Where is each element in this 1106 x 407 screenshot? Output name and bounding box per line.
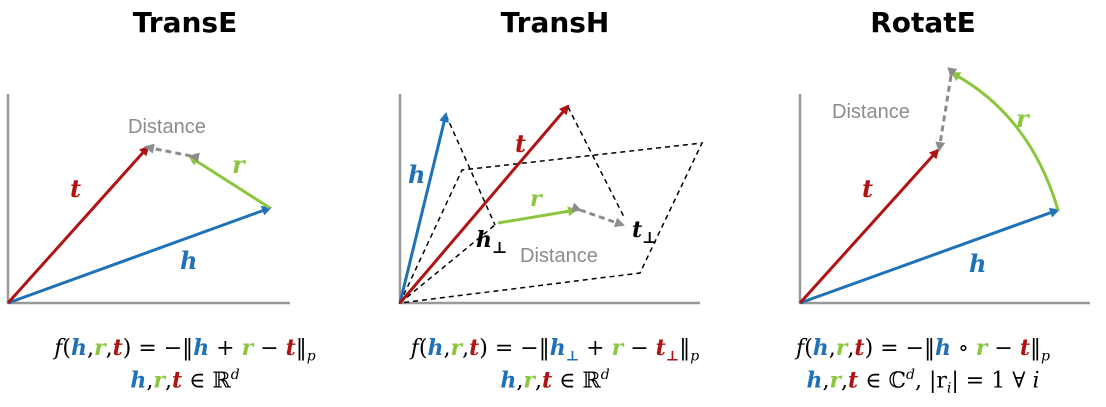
transe-space-formula: h,r,t ∈ ℝd [130,367,240,394]
h-label: h [969,249,986,278]
transh-diagram: h t r h⊥ t⊥ Distance [398,94,704,305]
transe-diagram: Distance t r h [6,94,290,305]
h-label: h [180,246,197,275]
r-rotation-arc [950,71,1060,211]
transe-title: TransE [132,6,238,39]
projection-h [445,114,496,226]
t-vector [398,104,570,304]
r-vector [497,206,578,225]
rotate-panel: RotatE Distance t r h f(h,r,t) = −‖h ∘ r… [740,0,1106,407]
rotate-title: RotatE [870,6,976,39]
h-vector [799,208,1060,305]
distance-arrow [144,143,200,163]
h-perp-label: h⊥ [476,227,507,257]
h-vector [7,206,272,305]
t-label: t [70,174,81,203]
projection-t [567,106,625,218]
r-vector [188,155,271,210]
distance-label: Distance [832,101,910,123]
distance-arrow [935,67,958,152]
distance-label: Distance [128,116,206,138]
t-label: t [862,174,873,203]
transh-score-formula: f(h,r,t) = −‖h⊥ + r − t⊥‖p [410,335,700,365]
transe-score-formula: f(h,r,t) = −‖h + r − t‖p [54,335,316,365]
t-perp-label: t⊥ [632,217,658,247]
h-vector [398,112,449,304]
distance-arrow [570,202,625,228]
r-label: r [530,186,543,212]
axes [798,94,1090,305]
transe-panel: TransE Distance t r h f(h,r,t) = −‖h + r… [0,0,370,407]
t-vector [798,148,940,305]
h-label: h [408,160,425,189]
hyperplane [398,142,704,304]
distance-label: Distance [520,245,598,267]
transh-panel: TransH h t r h⊥ t⊥ Distance f(h,r,t) = −… [370,0,740,407]
transh-space-formula: h,r,t ∈ ℝd [500,367,610,394]
r-label: r [1016,104,1031,133]
r-label: r [232,150,247,179]
t-label: t [515,129,526,158]
rotate-score-formula: f(h,r,t) = −‖h ∘ r − t‖p [796,335,1050,365]
rotate-diagram: Distance t r h [798,67,1090,305]
t-vector [6,145,150,305]
transh-title: TransH [500,6,610,39]
rotate-space-formula: h,r,t ∈ ℂd, |ri| = 1 ∀ i [806,367,1040,397]
h-perp-guide [399,224,496,304]
